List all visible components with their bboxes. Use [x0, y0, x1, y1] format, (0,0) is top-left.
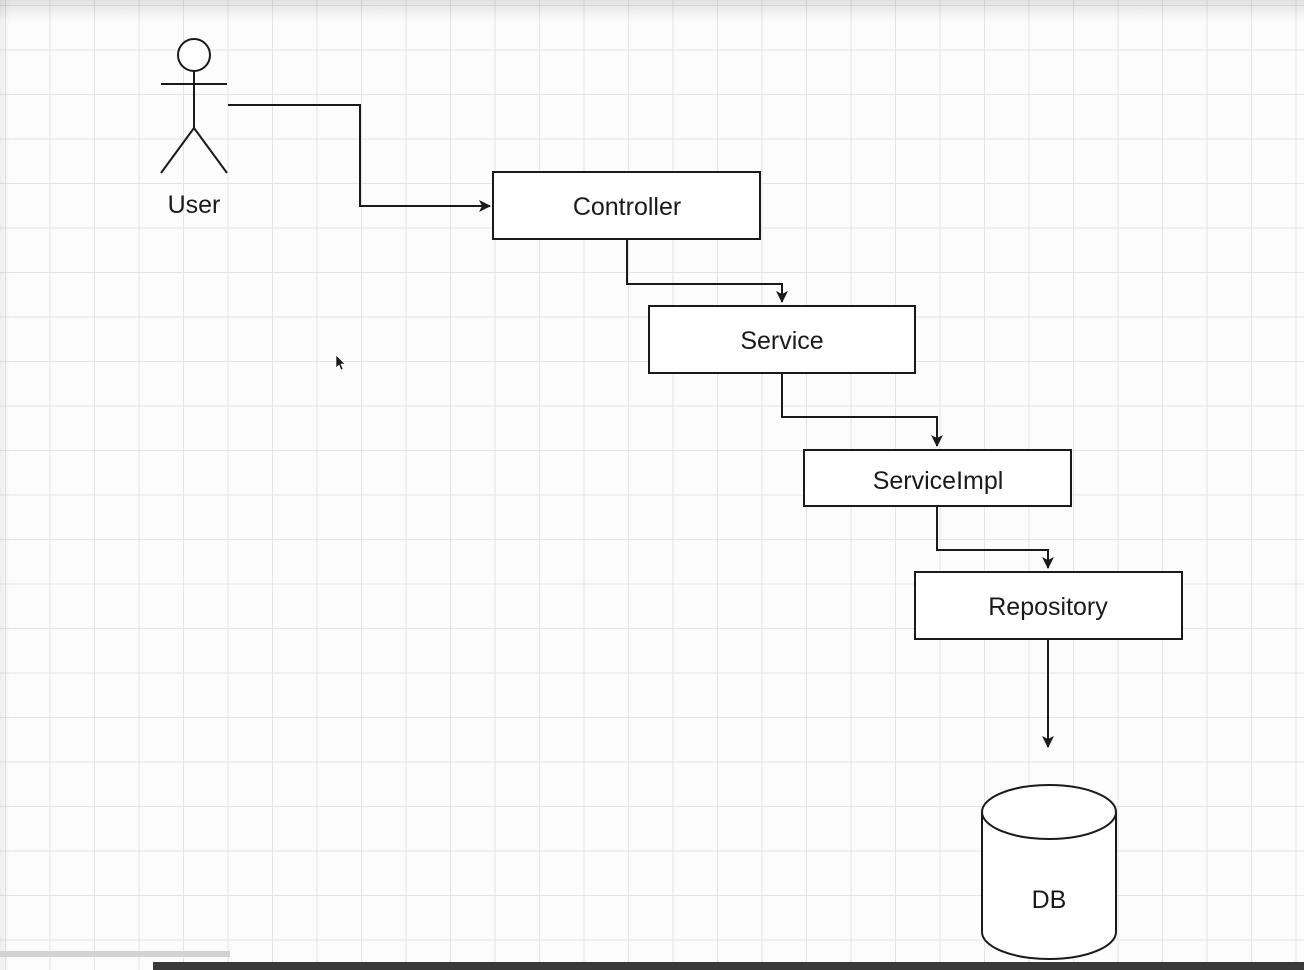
- edge-user-controller[interactable]: [228, 104, 491, 212]
- edge-service-serviceimpl[interactable]: [781, 373, 943, 447]
- top-shadow: [0, 0, 1304, 22]
- edge-serviceimpl-repository[interactable]: [936, 506, 1054, 569]
- serviceimpl-node[interactable]: ServiceImpl: [803, 449, 1072, 507]
- user-label: User: [168, 191, 221, 219]
- controller-label: Controller: [573, 193, 681, 221]
- controller-node[interactable]: Controller: [492, 171, 761, 240]
- repository-label: Repository: [988, 593, 1108, 621]
- serviceimpl-label: ServiceImpl: [873, 467, 1004, 495]
- horizontal-scrollbar[interactable]: [0, 951, 230, 957]
- left-shadow: [0, 0, 10, 970]
- database-label: DB: [1032, 886, 1067, 914]
- service-label: Service: [740, 327, 823, 355]
- bottom-bar: [153, 962, 1304, 970]
- user-actor-icon[interactable]: [160, 38, 228, 174]
- database-node[interactable]: [981, 784, 1117, 960]
- mouse-cursor-icon: [335, 354, 346, 371]
- service-node[interactable]: Service: [648, 305, 916, 374]
- edge-controller-service[interactable]: [626, 239, 788, 303]
- repository-node[interactable]: Repository: [914, 571, 1183, 640]
